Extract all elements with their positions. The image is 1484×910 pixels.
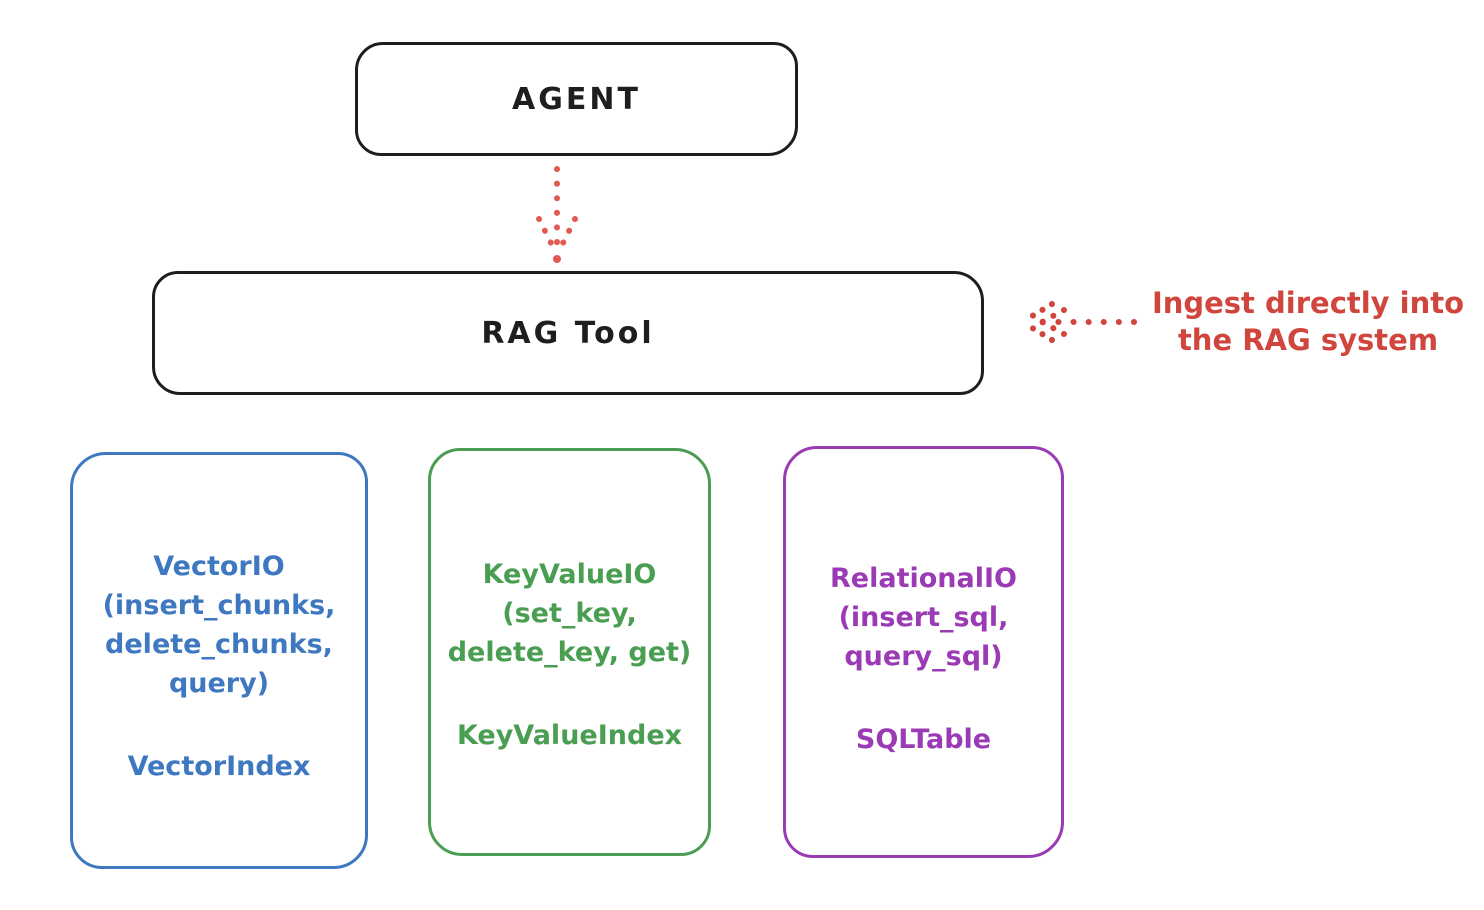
vectorindex-label: VectorIndex bbox=[127, 751, 311, 782]
rag-tool-label: RAG Tool bbox=[481, 315, 655, 351]
keyvalueio-box: KeyValueIO (set_key, delete_key, get) Ke… bbox=[428, 448, 711, 856]
keyvalueindex-label: KeyValueIndex bbox=[456, 720, 683, 751]
relationalio-box: RelationalIO (insert_sql, query_sql) SQL… bbox=[783, 446, 1064, 858]
vectorio-line: query) bbox=[168, 668, 270, 699]
ingest-annotation-line1: Ingest directly into bbox=[1151, 286, 1465, 320]
vectorio-line: (insert_chunks, bbox=[102, 590, 336, 621]
sqltable-label: SQLTable bbox=[855, 724, 992, 755]
keyvalueio-line: (set_key, bbox=[502, 598, 637, 629]
rag-tool-box: RAG Tool bbox=[152, 271, 984, 395]
ingest-annotation-line2: the RAG system bbox=[1177, 323, 1439, 357]
ingest-annotation: Ingest directly into the RAG system bbox=[1138, 285, 1478, 359]
relationalio-lines: RelationalIO (insert_sql, query_sql) bbox=[830, 559, 1017, 676]
agent-to-ragtool-arrow bbox=[536, 166, 578, 263]
relationalio-line: (insert_sql, bbox=[838, 602, 1009, 633]
vectorio-box: VectorIO (insert_chunks, delete_chunks, … bbox=[70, 452, 368, 869]
ingest-arrow bbox=[1021, 301, 1137, 343]
agent-label: AGENT bbox=[512, 81, 641, 117]
relationalio-line: RelationalIO bbox=[830, 563, 1017, 594]
keyvalueio-line: KeyValueIO bbox=[482, 559, 657, 590]
vectorio-lines: VectorIO (insert_chunks, delete_chunks, … bbox=[103, 547, 336, 703]
keyvalueio-lines: KeyValueIO (set_key, delete_key, get) bbox=[448, 555, 692, 672]
agent-box: AGENT bbox=[355, 42, 798, 156]
keyvalueio-line: delete_key, get) bbox=[447, 637, 692, 668]
vectorio-line: VectorIO bbox=[153, 551, 285, 582]
relationalio-line: query_sql) bbox=[844, 641, 1003, 672]
vectorio-line: delete_chunks, bbox=[105, 629, 333, 660]
